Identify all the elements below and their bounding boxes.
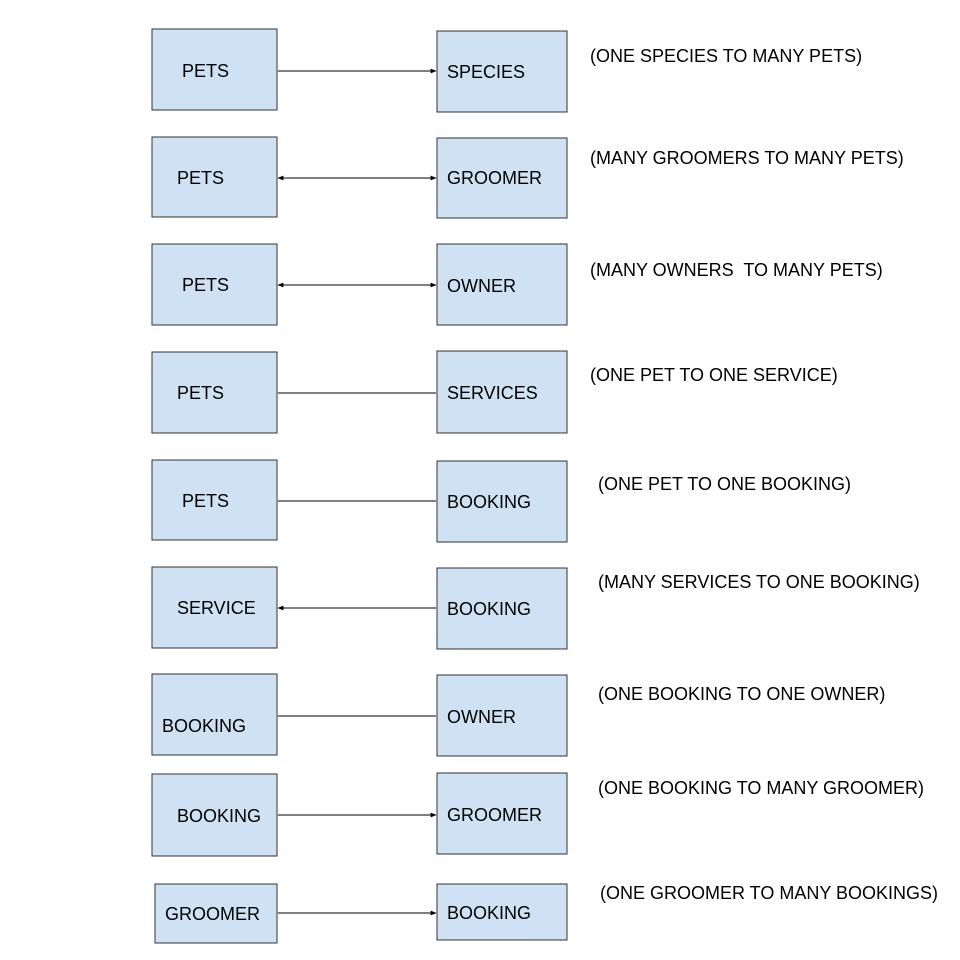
entity-label-right: OWNER: [447, 707, 516, 727]
entity-label-right: GROOMER: [447, 168, 542, 188]
entity-box-left: [151, 459, 278, 541]
cardinality-label: (MANY SERVICES TO ONE BOOKING): [598, 572, 920, 592]
relationship-row: SERVICE BOOKING (MANY SERVICES TO ONE BOOK…: [151, 566, 920, 650]
entity-label-left: PETS: [182, 491, 229, 511]
entity-label-left: GROOMER: [165, 904, 260, 924]
entity-label-left: PETS: [177, 383, 224, 403]
entity-label-right: OWNER: [447, 276, 516, 296]
entity-label-right: SERVICES: [447, 383, 538, 403]
entity-box-right: [436, 243, 568, 326]
relationship-row: BOOKING OWNER (ONE BOOKING TO ONE OWNER): [151, 673, 885, 757]
cardinality-label: (ONE SPECIES TO MANY PETS): [590, 46, 862, 66]
entity-label-right: BOOKING: [447, 492, 531, 512]
entity-box-right: [436, 30, 568, 113]
cardinality-label: (ONE GROOMER TO MANY BOOKINGS): [600, 883, 938, 903]
relationship-row: PETS SERVICES (ONE PET TO ONE SERVICE): [151, 350, 838, 434]
entity-box-right: [436, 674, 568, 757]
entity-box-left: [154, 883, 278, 944]
entity-box-right: [436, 772, 568, 855]
relationship-row: PETS BOOKING (ONE PET TO ONE BOOKING): [151, 459, 851, 543]
entity-box-right: [436, 567, 568, 650]
entity-label-left: PETS: [177, 168, 224, 188]
entity-label-left: BOOKING: [177, 806, 261, 826]
entity-box-right: [436, 460, 568, 543]
entity-label-left: BOOKING: [162, 716, 246, 736]
relationship-row: PETS GROOMER (MANY GROOMERS TO MANY PETS): [151, 136, 904, 219]
entity-label-right: GROOMER: [447, 805, 542, 825]
entity-box-left: [151, 673, 278, 756]
entity-label-right: BOOKING: [447, 599, 531, 619]
relationship-row: PETS OWNER (MANY OWNERS TO MANY PETS): [151, 243, 883, 326]
cardinality-label: (ONE PET TO ONE SERVICE): [590, 365, 838, 385]
entity-box-left: [151, 243, 278, 326]
relationship-row: GROOMER BOOKING (ONE GROOMER TO MANY BOOKI…: [154, 883, 938, 944]
cardinality-label: (ONE BOOKING TO ONE OWNER): [598, 684, 885, 704]
entity-box-left: [151, 136, 278, 218]
entity-label-left: SERVICE: [177, 598, 256, 618]
entity-label-left: PETS: [182, 275, 229, 295]
relationship-row: BOOKING GROOMER (ONE BOOKING TO MANY GROOM…: [151, 772, 924, 857]
entity-box-right: [436, 137, 568, 219]
entity-box-left: [151, 773, 278, 857]
cardinality-label: (MANY GROOMERS TO MANY PETS): [590, 148, 904, 168]
cardinality-label: (ONE PET TO ONE BOOKING): [598, 474, 851, 494]
entity-box-left: [151, 28, 278, 111]
entity-label-right: BOOKING: [447, 903, 531, 923]
entity-box-left: [151, 566, 278, 649]
entity-box-right: [436, 350, 568, 434]
relationship-row: PETS SPECIES (ONE SPECIES TO MANY PETS): [151, 28, 862, 113]
entity-label-left: PETS: [182, 61, 229, 81]
entity-box-right: [436, 883, 568, 941]
cardinality-label: (ONE BOOKING TO MANY GROOMER): [598, 778, 924, 798]
cardinality-label: (MANY OWNERS TO MANY PETS): [590, 260, 883, 280]
entity-label-right: SPECIES: [447, 62, 525, 82]
entity-box-left: [151, 351, 278, 434]
